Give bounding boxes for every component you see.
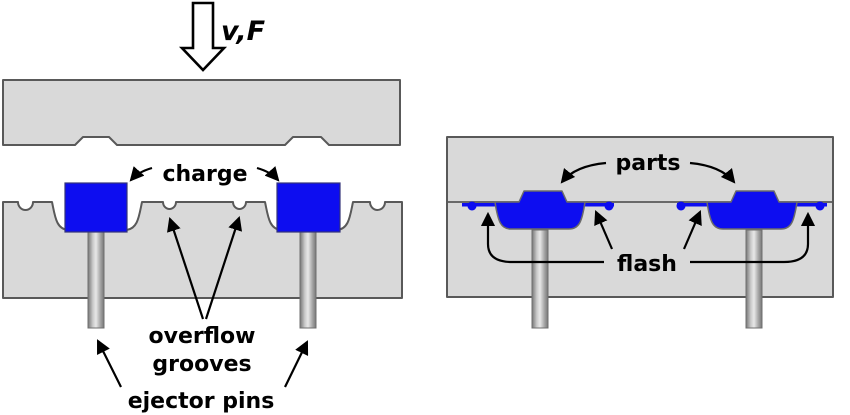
- molded-part-left: [494, 190, 586, 230]
- overflow-grooves-label-line2: grooves: [152, 352, 251, 377]
- flash-drip: [467, 201, 477, 211]
- flash-label: flash: [617, 252, 677, 277]
- ejector-pin-right: [745, 229, 763, 329]
- parts-label: parts: [615, 151, 680, 176]
- left-panel-open-mold: v,F charge overflow grooves ejector pins: [2, 1, 403, 414]
- right-panel-closed-mold: parts flash: [446, 136, 834, 329]
- ejector-pins-label: ejector pins: [128, 389, 275, 414]
- charge-block-left: [64, 182, 128, 233]
- charge-arrow-left: [129, 166, 153, 182]
- flash-arrow-mid-right: [682, 210, 702, 250]
- ejector-pin-right: [299, 231, 317, 329]
- ejector-pin-left: [87, 231, 105, 329]
- flash-ribbon: [797, 203, 827, 207]
- flash-ribbon: [462, 203, 495, 207]
- charge-block-right: [276, 182, 341, 233]
- flash-drip: [815, 201, 825, 211]
- ejector-pin-left: [531, 229, 549, 329]
- flash-arrow-mid-left: [594, 210, 614, 250]
- parts-arrow-left: [560, 161, 607, 184]
- overflow-groove-arrow-left: [167, 216, 205, 320]
- flash-drip: [604, 201, 614, 211]
- press-down-arrow-icon: [178, 1, 228, 72]
- flash-arrow-far-left: [480, 211, 604, 264]
- flash-ribbon: [585, 203, 614, 207]
- overflow-grooves-label-line1: overflow: [149, 324, 256, 349]
- ejector-pin-arrow-right: [284, 340, 309, 388]
- upper-mold-half: [2, 79, 401, 146]
- lower-mold-half: [2, 201, 403, 299]
- flash-arrow-far-right: [690, 211, 816, 264]
- flash-drip: [676, 201, 686, 211]
- charge-arrow-right: [256, 166, 280, 182]
- press-force-label: v,F: [221, 16, 266, 47]
- flash-ribbon: [677, 203, 707, 207]
- parts-arrow-right: [689, 161, 736, 184]
- charge-label: charge: [162, 162, 247, 187]
- molded-part-right: [706, 190, 798, 230]
- ejector-pin-arrow-left: [97, 339, 122, 388]
- overflow-groove-arrow-right: [204, 215, 243, 320]
